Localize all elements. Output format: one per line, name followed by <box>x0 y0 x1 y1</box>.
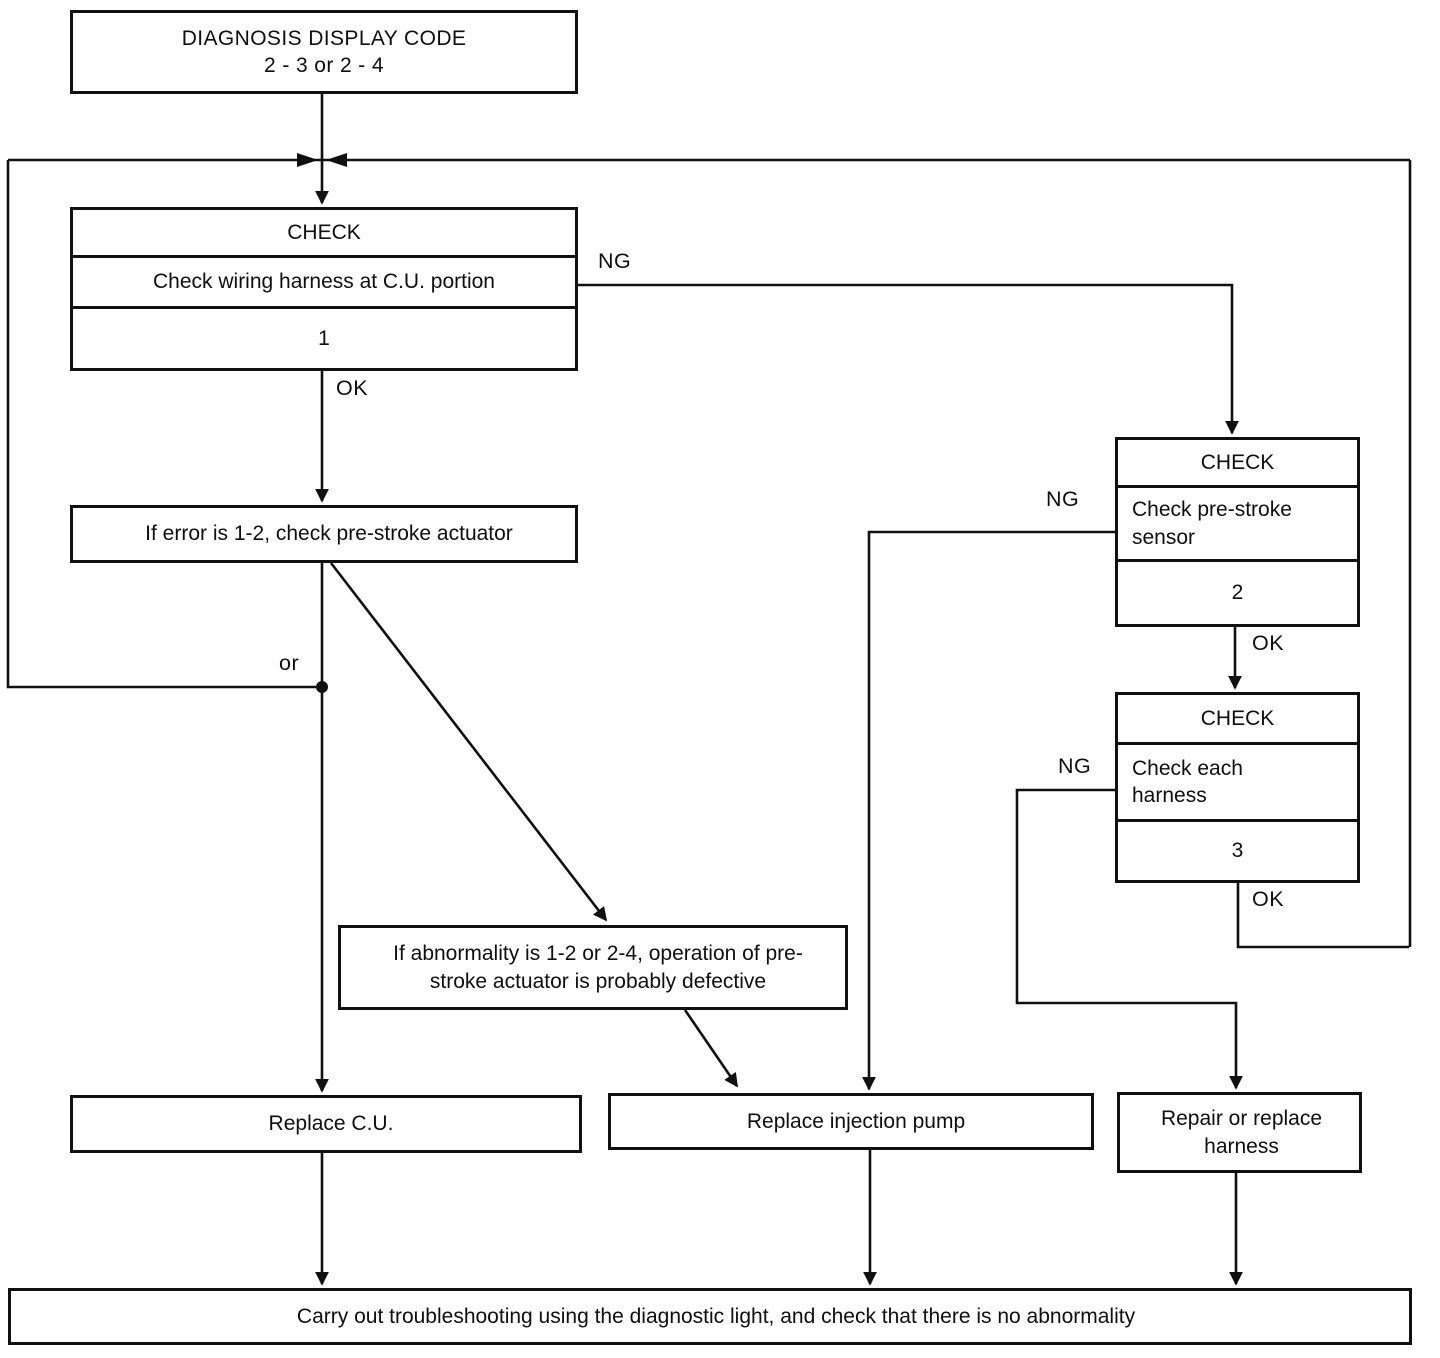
if-abnormality-text: If abnormality is 1-2 or 2-4, operation … <box>393 942 803 993</box>
final-text: Carry out troubleshooting using the diag… <box>296 1304 1136 1328</box>
edge-iferror-diagonal <box>329 562 608 922</box>
check2-header: CHECK <box>1118 440 1357 488</box>
edge-check2-ng <box>862 530 1115 1091</box>
check3-body: Check each harness <box>1118 745 1357 822</box>
check2-ok-label: OK <box>1252 631 1285 655</box>
check3-ok-label: OK <box>1252 887 1285 911</box>
edge-check3-ng <box>1015 788 1243 1090</box>
check1-body: Check wiring harness at C.U. portion <box>73 258 575 309</box>
check3-header: CHECK <box>1118 695 1357 745</box>
replace-cu-text: Replace C.U. <box>268 1112 394 1136</box>
final-node: Carry out troubleshooting using the diag… <box>8 1288 1412 1345</box>
check2-step-number: 2 <box>1231 581 1244 605</box>
edge-left-rail-or <box>6 160 316 689</box>
if-error-text: If error is 1-2, check pre-stroke actuat… <box>145 522 513 546</box>
check1-header: CHECK <box>73 210 575 258</box>
repair-harness-text: Repair or replace harness <box>1160 1107 1323 1158</box>
replace-pump-node: Replace injection pump <box>608 1093 1094 1150</box>
repair-harness-node: Repair or replace harness <box>1117 1092 1362 1173</box>
or-label: or <box>279 651 300 675</box>
check2-body: Check pre-stroke sensor <box>1118 488 1357 562</box>
edge-check1-ng <box>578 283 1239 435</box>
check1-step-number: 1 <box>318 326 330 350</box>
check1-ng-label: NG <box>598 249 632 273</box>
edge-check3-ok-loop <box>1236 883 1409 949</box>
start-node: DIAGNOSIS DISPLAY CODE 2 - 3 or 2 - 4 <box>70 10 578 94</box>
check1-node: CHECK Check wiring harness at C.U. porti… <box>70 207 578 371</box>
check3-node: CHECK Check each harness 3 <box>1115 692 1360 883</box>
check3-ng-label: NG <box>1058 754 1092 778</box>
replace-pump-text: Replace injection pump <box>746 1109 966 1133</box>
check2-ng-label: NG <box>1046 487 1080 511</box>
check2-node: CHECK Check pre-stroke sensor 2 <box>1115 437 1360 627</box>
if-abnormality-note: If abnormality is 1-2 or 2-4, operation … <box>338 925 848 1010</box>
replace-cu-node: Replace C.U. <box>70 1095 582 1153</box>
check1-ok-label: OK <box>336 376 369 400</box>
if-error-note: If error is 1-2, check pre-stroke actuat… <box>70 505 578 563</box>
edge-abnormality-diagonal <box>683 1009 739 1088</box>
check3-step-number: 3 <box>1231 839 1244 863</box>
